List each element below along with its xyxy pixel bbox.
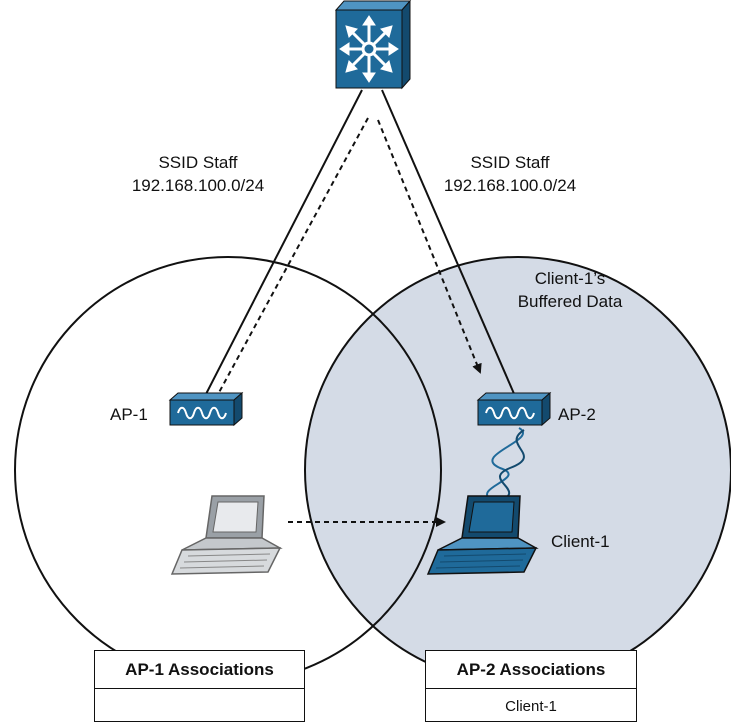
ap2-associations-table: AP-2 Associations Client-1 xyxy=(425,650,637,722)
wireless-signal-icon xyxy=(486,427,525,503)
ap2-access-point-icon xyxy=(476,391,552,427)
previous-client-laptop-icon xyxy=(170,495,283,575)
link-switch-ap2-solid xyxy=(381,89,516,397)
link-switch-ap1-dashed xyxy=(215,117,369,399)
link-switch-ap1-solid xyxy=(204,89,363,397)
client1-label: Client-1 xyxy=(551,532,610,551)
ap2-label: AP-2 xyxy=(558,405,596,424)
link-switch-ap2-dashed-arrow xyxy=(377,119,482,374)
buffered-data-label-line2: Buffered Data xyxy=(517,292,623,311)
multilayer-switch-icon xyxy=(334,0,412,90)
ap1-associations-header: AP-1 Associations xyxy=(95,651,304,689)
right-subnet-label: 192.168.100.0/24 xyxy=(443,176,577,195)
client1-laptop-icon xyxy=(426,495,539,575)
buffered-data-label-line1: Client-1’s xyxy=(534,269,606,288)
left-ssid-label: SSID Staff xyxy=(158,153,238,172)
ap2-coverage-area xyxy=(304,256,731,684)
ap1-access-point-icon xyxy=(168,391,244,427)
ap2-associations-row: Client-1 xyxy=(505,698,557,715)
left-subnet-label: 192.168.100.0/24 xyxy=(131,176,265,195)
ap1-associations-row xyxy=(95,689,304,724)
ap1-associations-table: AP-1 Associations xyxy=(94,650,305,722)
right-ssid-label: SSID Staff xyxy=(470,153,550,172)
ap2-associations-header: AP-2 Associations xyxy=(426,651,636,689)
ap1-label: AP-1 xyxy=(110,405,148,424)
